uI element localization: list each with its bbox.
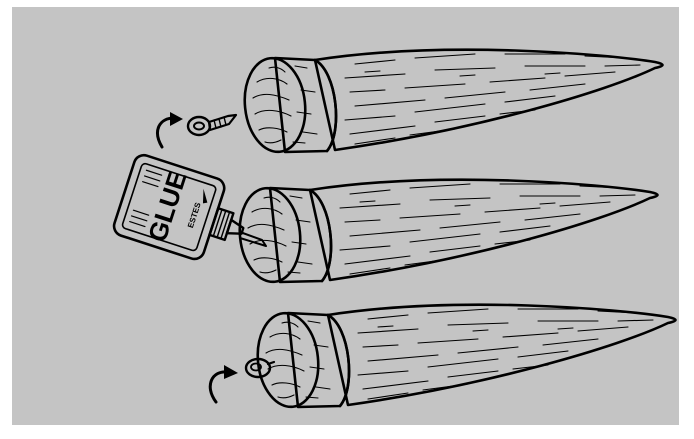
glue-bottle: GLUE ESTES <box>111 153 255 271</box>
nose-cone-middle <box>235 180 657 285</box>
brand-label: ESTES <box>186 201 203 229</box>
screw-eye <box>188 115 236 135</box>
glue-label: GLUE <box>142 167 193 245</box>
glue-nozzle-tip <box>240 232 266 246</box>
rotate-arrow-icon <box>158 112 183 147</box>
rotate-arrow-icon <box>210 365 238 402</box>
nose-cone-bottom <box>253 305 675 410</box>
nose-cone-top <box>240 50 662 155</box>
